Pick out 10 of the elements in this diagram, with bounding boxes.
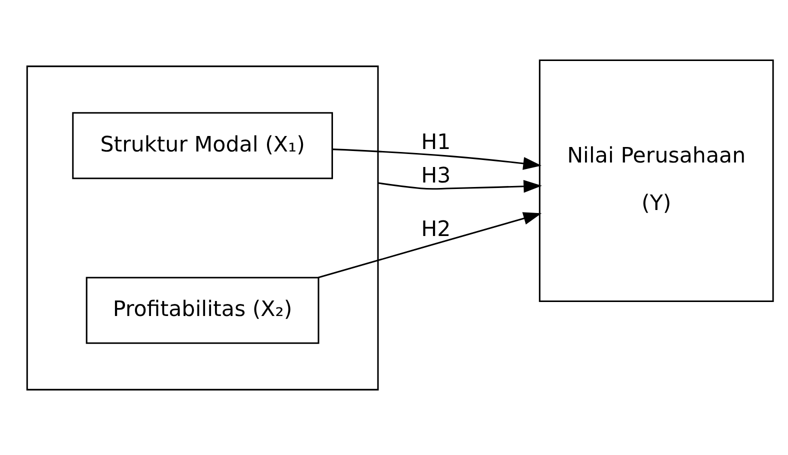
cluster (26, 65, 379, 390)
edge-label: H1 (421, 129, 451, 154)
arrow (332, 148, 542, 170)
node-box: Nilai Perusahaan (Y) (538, 58, 774, 302)
arrow (318, 212, 542, 278)
node-box: Profitabilitas (X₂) (86, 276, 320, 344)
edge-label: H2 (421, 216, 451, 242)
edge-label: H3 (421, 163, 451, 188)
node-box: Struktur Modal (X₁) (72, 112, 333, 179)
arrow (378, 179, 542, 192)
